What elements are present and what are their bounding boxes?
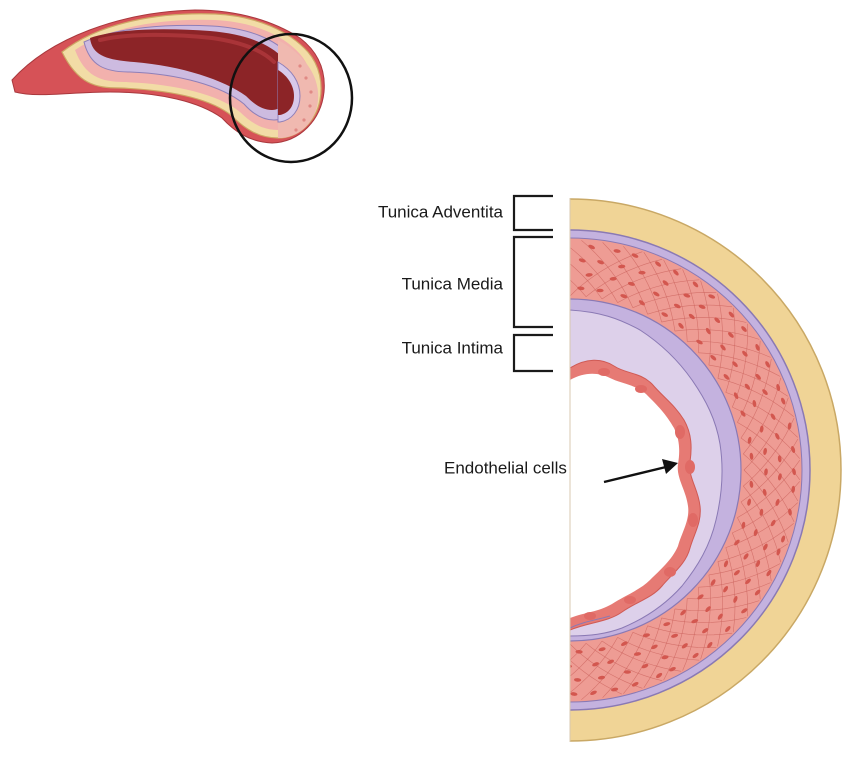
bracket-media [514, 237, 553, 327]
label-tunica-adventita: Tunica Adventita [378, 202, 504, 221]
label-tunica-media: Tunica Media [402, 274, 504, 293]
label-tunica-intima: Tunica Intima [402, 338, 504, 357]
media-fiber [498, 644, 570, 688]
brackets [514, 196, 553, 371]
bracket-adventitia [514, 196, 553, 230]
media-fiber [498, 252, 570, 296]
bracket-intima [514, 335, 553, 371]
smooth-muscle-nucleus [624, 670, 631, 674]
blood-vessel-icon [12, 10, 324, 143]
media-fiber [478, 643, 554, 680]
label-endothelial-cells: Endothelial cells [444, 458, 567, 477]
